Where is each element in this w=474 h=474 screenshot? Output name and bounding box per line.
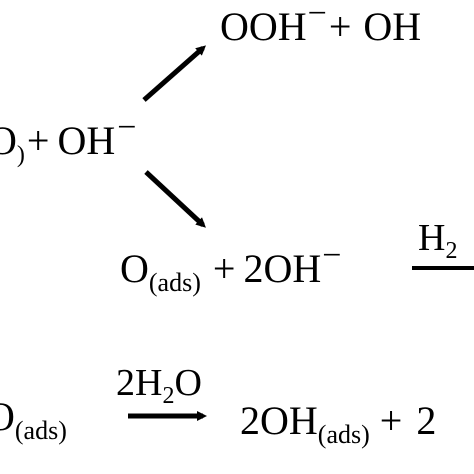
- bottom-reagent-sub: 2: [162, 383, 174, 409]
- bottom-reagent-coef: 2: [116, 362, 135, 404]
- lower-reagent-hydrogen: H: [418, 217, 445, 259]
- lower-product: O(ads)+2OH− H2: [120, 217, 474, 297]
- reactant-hydroxide-charge: −: [117, 109, 136, 146]
- bottom-product-hydroxyl: OH: [260, 398, 318, 443]
- bottom-adsorbed-oxygen: O: [0, 394, 15, 439]
- svg-text:2H2O: 2H2O: [116, 362, 202, 409]
- bottom-reagent-hydrogen: H: [135, 362, 162, 404]
- lower-product-hydroxide: OH: [263, 246, 321, 291]
- svg-text:O)+OH−: O)+OH−: [0, 109, 136, 168]
- upper-product-plus: +: [329, 4, 352, 49]
- lower-product-hydroxide-charge: −: [322, 237, 341, 274]
- bottom-reaction: O(ads) 2H2O 2OH(ads)+2: [0, 362, 436, 449]
- svg-text:H2: H2: [418, 217, 457, 264]
- bottom-reagent-oxygen: O: [174, 362, 201, 404]
- bottom-product-coef: 2: [240, 398, 260, 443]
- reactant-fragment-sub: ): [17, 142, 25, 168]
- upper-product-perhydroxyl: OOH: [220, 4, 307, 49]
- bottom-product-plus: +: [380, 398, 403, 443]
- reactant-plus: +: [27, 118, 50, 163]
- reactant-fragment: O: [0, 118, 17, 163]
- svg-text:O(ads)+2OH−: O(ads) +2OH−: [120, 237, 341, 297]
- lower-product-plus: +: [213, 246, 236, 291]
- reactant-hydroxide: OH: [57, 118, 115, 163]
- bottom-product-sub: (ads): [318, 420, 370, 449]
- svg-text:O(ads): O(ads): [0, 394, 67, 445]
- upper-product-hydroxyl: OH: [363, 4, 421, 49]
- lower-reagent-sub: 2: [445, 238, 457, 264]
- lower-product-coef: 2: [243, 246, 263, 291]
- adsorbed-oxygen-sub: (ads): [149, 268, 201, 297]
- adsorbed-oxygen: O: [120, 246, 149, 291]
- upper-product-perhydroxyl-charge: −: [308, 0, 327, 32]
- arrow-to-lower-product: [144, 170, 206, 228]
- bottom-adsorbed-oxygen-sub: (ads): [15, 416, 67, 445]
- bottom-trailing-coef: 2: [416, 398, 436, 443]
- svg-text:2OH(ads)+2: 2OH(ads)+2: [240, 398, 436, 449]
- arrow-to-upper-product: [142, 45, 207, 102]
- upper-product: OOH−+OH: [220, 0, 421, 49]
- reactant-line: O)+OH−: [0, 109, 136, 168]
- svg-text:OOH−+OH: OOH−+OH: [220, 0, 421, 49]
